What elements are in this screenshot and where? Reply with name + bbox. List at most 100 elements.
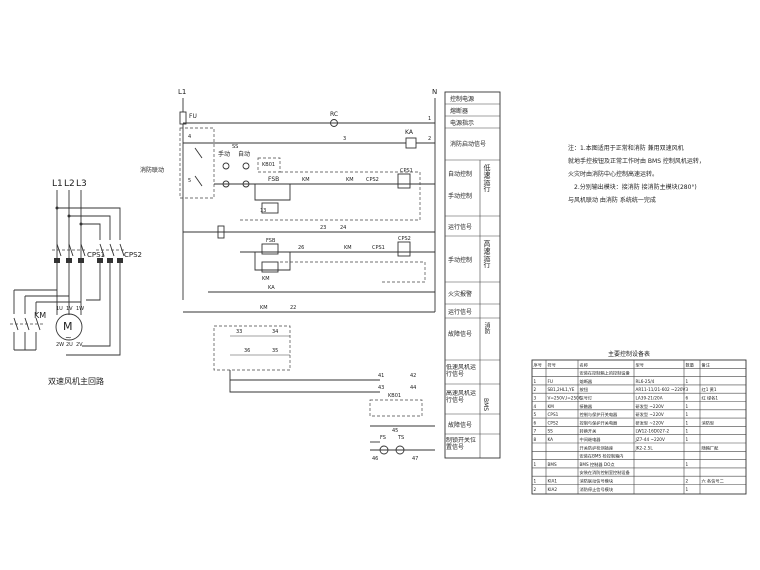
equip-cell: 消防型 <box>702 419 715 426</box>
km-label: KM <box>34 311 46 320</box>
ka-s: KA <box>268 285 275 291</box>
kb01-label: KB01 <box>388 393 401 399</box>
equip-cell: 6 <box>534 420 537 425</box>
equip-cell: KIA1 <box>548 479 558 484</box>
equip-cell: 随箱厂配 <box>702 444 720 451</box>
rc-label: RC <box>330 111 338 118</box>
equip-cell: BMS 控制器 DO点 <box>580 461 615 468</box>
wire-5: 5 <box>188 178 191 184</box>
fn-ctrl-power: 控制电源 <box>450 95 474 103</box>
wire-3: 3 <box>343 136 346 142</box>
wire-43: 43 <box>378 385 384 391</box>
fn-auto: 自动控制 <box>448 170 472 178</box>
cps2-s: CPS2 <box>366 177 379 183</box>
equip-cell: LA39-21/20A <box>636 396 663 401</box>
fs-label: FS <box>380 435 386 441</box>
km-s3: KM <box>344 245 352 251</box>
motor-sym: ~ <box>65 333 72 342</box>
ts-label: TS <box>397 435 404 441</box>
motor: 1U 1V 1W M ~ 2W 2U 2V <box>55 305 84 348</box>
equip-cell: SS <box>548 429 554 434</box>
fsb2-label: FSB <box>266 238 276 244</box>
km-s1: KM <box>302 177 310 183</box>
equip-cell: KM <box>548 404 555 409</box>
equip-cell: 红1 黄1 <box>702 386 717 393</box>
wire-46: 46 <box>372 456 378 462</box>
equip-cell: 1 <box>686 420 689 425</box>
ss-label: SS <box>232 144 238 150</box>
cps2-contacts: CPS2 <box>96 243 142 263</box>
equip-cell: LW12-16D027-2 <box>636 429 670 434</box>
equip-cell: SB1,2HL1,YE <box>548 387 575 392</box>
equip-cell: 1 <box>534 479 537 484</box>
n-label: N <box>432 88 437 96</box>
fn-manual-2: 手动控制 <box>448 256 472 264</box>
wire-42: 42 <box>410 373 416 379</box>
motor-label: M <box>63 320 73 333</box>
equip-cell: 3 <box>534 396 537 401</box>
note-2: 就地手控按钮及正常工作时由 BMS 控制风机运转， <box>568 157 705 165</box>
equip-cell: 研发型 ~220V <box>636 419 664 426</box>
equip-cell: 六 各信号二 <box>702 478 724 485</box>
fsb-label: FSB <box>268 176 279 183</box>
wire-26: 26 <box>298 245 304 251</box>
equip-cell: 中间继电器 <box>580 436 602 443</box>
equip-cell: 1 <box>686 379 689 384</box>
equip-cell: 红 绿各1 <box>702 395 719 402</box>
equip-cell: 2 <box>534 487 537 492</box>
side-fire: 消防 <box>483 322 490 334</box>
cps2-s2: CPS2 <box>398 236 411 242</box>
wire-13: 13 <box>260 208 266 214</box>
equip-cell: 研发型 ~220V <box>636 411 664 418</box>
equip-cell: 1 <box>686 412 689 417</box>
auto-label: 自动 <box>238 150 250 158</box>
wire-44: 44 <box>410 385 416 391</box>
term-2w: 2W <box>56 342 64 348</box>
equip-cell: 开关防护检测插座 <box>580 444 614 451</box>
fn-fire-start: 消防启动信号 <box>450 140 486 148</box>
wire-35: 35 <box>272 348 278 354</box>
wire-24: 24 <box>340 225 346 231</box>
wire-22: 22 <box>290 305 296 311</box>
equip-cell: AR11-11/21-602 ~220V <box>636 387 686 392</box>
cps1-s: CPS1 <box>400 168 413 174</box>
wire-33: 33 <box>236 329 242 335</box>
equip-cell: 安装在消防控制室控制设备 <box>580 469 631 476</box>
equip-cell: 信号灯 <box>580 395 593 402</box>
equip-cell: CPS1 <box>548 412 559 417</box>
equip-title: 主要控制设备表 <box>608 350 650 358</box>
equip-cell: 1 <box>686 487 689 492</box>
equip-cell: KIA2 <box>548 487 558 492</box>
fn-lock-switch: 制锁开关位置信号 <box>446 437 477 451</box>
cps1-label: CPS1 <box>87 251 105 259</box>
control-circuit: L1 N FU RC 1 KA 3 2 消防联动 4 5 手动 自动 SS <box>140 88 437 462</box>
equip-cell: KA <box>548 437 554 442</box>
km-s5: KM <box>260 305 268 311</box>
equip-header-cell: 序号 <box>534 361 542 368</box>
equip-cell: V=250V,I=250C <box>548 396 582 401</box>
equip-cell: 3 <box>686 387 689 392</box>
equip-header-cell: 备注 <box>702 361 711 368</box>
wire-2: 2 <box>428 136 431 142</box>
equip-cell: 转换开关 <box>580 428 597 435</box>
equip-cell: CPS2 <box>548 420 559 425</box>
main-circuit-title: 双速风机主回路 <box>48 376 104 386</box>
term-2u: 2U <box>66 342 73 348</box>
manual-label: 手动 <box>218 150 230 158</box>
phase-l1-label: L1 <box>52 179 63 189</box>
wire-36: 36 <box>244 348 250 354</box>
note-5: 与风机联动 由消防 系统统一完成 <box>568 196 656 204</box>
equip-cell: 1 <box>534 462 537 467</box>
equip-cell: 6 <box>686 396 689 401</box>
equip-cell: 1 <box>534 379 537 384</box>
function-table: 控制电源 熔断器 电源指示 消防启动信号 自动控制 手动控制 运行信号 手动控制… <box>444 91 501 459</box>
km-s2: KM <box>346 177 354 183</box>
main-circuit: L1 L2 L3 CPS1 <box>10 179 142 386</box>
side-low: 低速运行 <box>483 164 491 192</box>
equip-cell: 熔断器 <box>580 378 593 385</box>
fn-manual: 手动控制 <box>448 192 472 200</box>
wire-1: 1 <box>428 116 431 122</box>
km-contacts: KM <box>10 289 81 351</box>
equip-header-cell: 数量 <box>686 361 694 368</box>
